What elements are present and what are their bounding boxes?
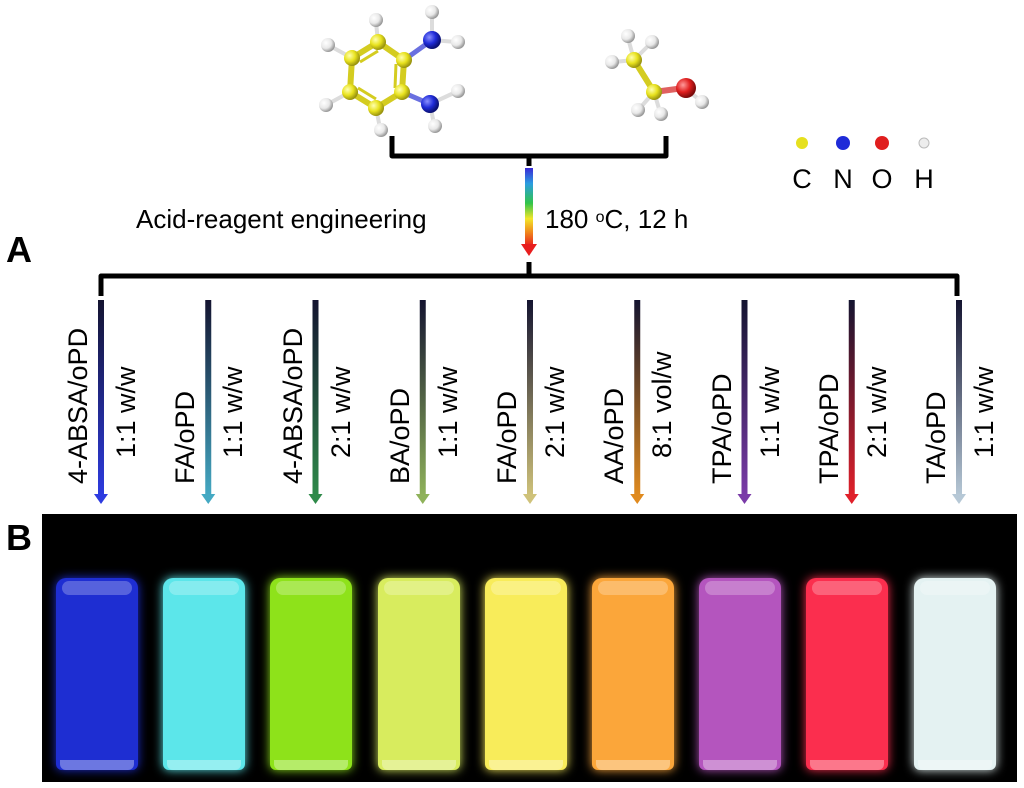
legend-ball-o [875,136,889,150]
reagent-label: BA/oPD [384,387,415,484]
reaction-conditions: 180 oC, 12 h [545,206,688,232]
product-bracket [98,262,960,296]
panel-label-a: A [6,229,32,270]
ethanol-molecule [605,29,709,121]
scheme-drawing [94,5,966,504]
ratio-label: 2:1 w/w [325,366,356,458]
condition-arrow-head [952,494,966,504]
legend-label-n: N [833,164,853,194]
reagent-label: TPA/oPD [813,373,844,484]
legend-label-o: O [871,164,893,194]
condition-arrow-shaft [205,300,212,496]
vial [806,578,889,770]
reagent-label: AA/oPD [599,387,630,484]
reaction-time: C, 12 h [604,204,689,234]
ratio-label: 8:1 vol/w [647,351,678,458]
condition-arrow-head [630,494,645,504]
condition-arrow-head [201,494,216,504]
reagent-label: FA/oPD [170,390,201,484]
condition-arrow-shaft [848,300,855,496]
condition-arrow-shaft [419,300,426,496]
ratio-label: 1:1 w/w [969,366,999,458]
legend-ball-n [836,136,850,150]
reagent-label: TA/oPD [921,391,951,484]
legend-ball-c [796,137,808,149]
reagent-label: FA/oPD [492,390,522,484]
reaction-temp: 180 [545,204,596,234]
ratio-label: 1:1 w/w [111,366,141,458]
reagent-label: 4-ABSA/oPD [63,327,93,484]
condition-arrow-head [737,494,752,504]
vial [56,578,138,770]
ratio-label: 1:1 w/w [754,366,785,458]
degree-sup: o [595,209,605,226]
vial [377,578,460,770]
ratio-label: 2:1 w/w [540,366,570,458]
condition-arrow-shaft [527,300,533,496]
condition-arrow-head [308,494,323,504]
reaction-label: Acid-reagent engineering [136,204,427,234]
condition-arrow-shaft [98,300,104,496]
atom-legend-balls [796,136,930,150]
opd-molecule [319,5,465,137]
legend-label-h: H [914,164,934,194]
condition-arrow-head [415,494,430,504]
condition-arrows [94,300,966,504]
reactant-bracket [389,136,669,166]
condition-arrow-shaft [741,300,748,496]
legend-ball-h [918,137,930,149]
reagent-label: 4-ABSA/oPD [277,327,308,484]
condition-arrow-head [94,494,108,504]
condition-arrow-head [844,494,859,504]
legend-label-c: C [792,164,812,194]
vial [699,578,782,770]
ratio-label: 1:1 w/w [218,366,249,458]
vial [592,578,674,770]
ratio-label: 1:1 w/w [432,366,463,458]
vial [913,578,996,770]
vial [484,578,567,770]
reagent-label: TPA/oPD [706,373,737,484]
condition-arrow-shaft [634,300,641,496]
condition-arrow-head [523,494,537,504]
panel-label-b: B [6,517,32,558]
condition-arrow-shaft [312,300,319,496]
vial [163,578,246,770]
ratio-label: 2:1 w/w [861,366,892,458]
condition-arrow-shaft [956,300,962,496]
reaction-arrow [525,168,533,246]
vial [270,578,353,770]
